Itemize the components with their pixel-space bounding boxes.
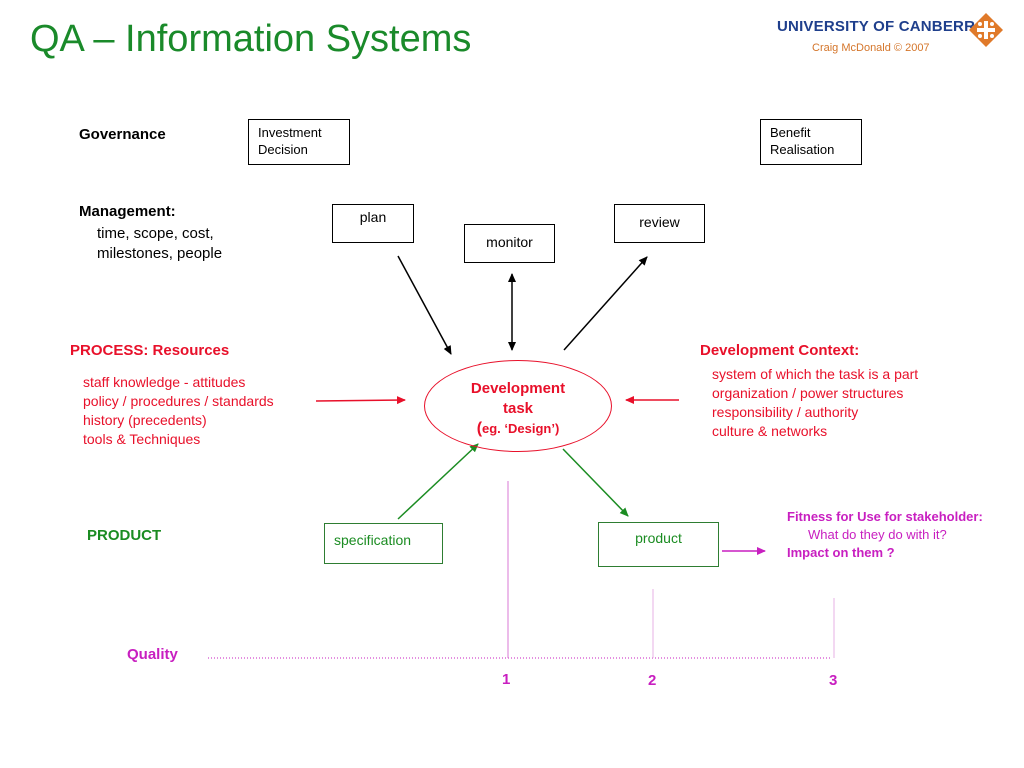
development-context-label: Development Context: <box>700 342 860 359</box>
plan-to-task-arrow <box>397 255 452 355</box>
review-box: review <box>614 204 705 243</box>
process-resources-list: staff knowledge - attitudes policy / pro… <box>83 373 274 449</box>
specification-box: specification <box>324 523 443 564</box>
benefit-line-1: Benefit <box>770 125 811 140</box>
management-label: Management: <box>79 203 176 220</box>
process-item: tools & Techniques <box>83 431 201 447</box>
development-context-list: system of which the task is a part organ… <box>712 365 918 441</box>
process-item: staff knowledge - attitudes <box>83 374 246 390</box>
page-title: QA – Information Systems <box>30 18 472 60</box>
benefit-line-2: Realisation <box>770 142 835 157</box>
diamond-cross-icon <box>969 13 1003 47</box>
quality-label: Quality <box>127 646 178 663</box>
context-item: responsibility / authority <box>712 404 859 420</box>
context-item: system of which the task is a part <box>712 366 919 382</box>
specification-to-task-arrow <box>397 443 479 520</box>
plan-box: plan <box>332 204 414 243</box>
process-resources-label: PROCESS: Resources <box>70 342 230 359</box>
fitness-for-use-note: Fitness for Use for stakeholder: What do… <box>787 508 983 562</box>
product-box: product <box>598 522 719 567</box>
process-to-task-arrow <box>315 396 406 405</box>
management-details: time, scope, cost, milestones, people <box>97 224 222 264</box>
investment-line-2: Decision <box>258 142 308 157</box>
author-credit: Craig McDonald © 2007 <box>812 42 930 54</box>
process-item: history (precedents) <box>83 412 207 428</box>
context-item: organization / power structures <box>712 385 904 401</box>
quality-marker-2: 2 <box>648 672 657 689</box>
task-to-review-arrow <box>563 256 648 351</box>
governance-label: Governance <box>79 126 166 143</box>
fitness-line-1: Fitness for Use for stakeholder: <box>787 509 983 524</box>
quality-marker-1: 1 <box>502 671 511 688</box>
quality-marker-3: 3 <box>829 672 838 689</box>
management-detail-2: milestones, people <box>97 245 223 262</box>
monitor-box: monitor <box>464 224 555 263</box>
task-line-3: (eg. ‘Design’) <box>476 420 560 437</box>
university-name: UNIVERSITY OF CANBERRA <box>777 18 987 35</box>
benefit-realisation-box: Benefit Realisation <box>760 119 862 165</box>
development-task-ellipse: Development task (eg. ‘Design’) <box>424 360 612 452</box>
fitness-line-3: Impact on them ? <box>787 545 895 560</box>
product-label: PRODUCT <box>87 527 162 544</box>
context-item: culture & networks <box>712 423 828 439</box>
task-line-1: Development <box>470 380 566 397</box>
process-item: policy / procedures / standards <box>83 393 274 409</box>
task-line-2: task <box>502 400 534 417</box>
task-to-product-arrow <box>562 448 629 517</box>
management-detail-1: time, scope, cost, <box>97 225 214 242</box>
investment-decision-box: Investment Decision <box>248 119 350 165</box>
investment-line-1: Investment <box>258 125 322 140</box>
fitness-line-2: What do they do with it? <box>808 527 947 542</box>
